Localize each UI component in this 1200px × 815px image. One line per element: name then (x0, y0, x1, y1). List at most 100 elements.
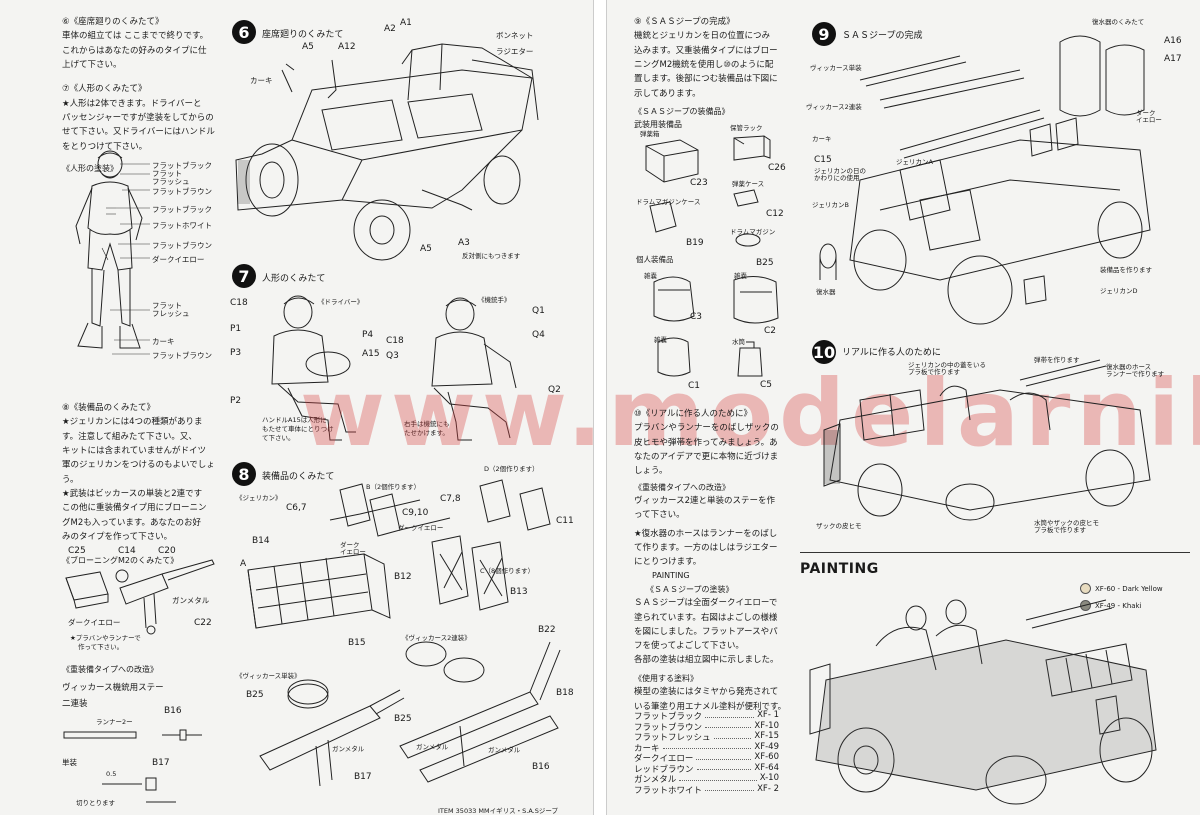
equipment-part: C2 (764, 326, 777, 336)
figure-color-label: フラットブラック (152, 205, 212, 214)
part-label: B17 (354, 772, 372, 782)
paint-name: ダークイエロー (634, 754, 694, 764)
paint-name: フラットホワイト (634, 785, 703, 796)
part-label: C9,10 (402, 508, 429, 518)
gunmetal-label: ガンメタル (172, 596, 210, 605)
paint-code: X-10 (759, 773, 779, 783)
paint-name: フラットフレッシュ (634, 733, 711, 743)
step7-text: をとりつけて下さい。 (62, 141, 148, 152)
step8-text: ★ジェリカンには4つの種類がありま (62, 417, 203, 428)
part-label-c25: C25 (68, 546, 86, 556)
step9-text: ニングM2機銃を使用し⑩のように配 (634, 59, 774, 70)
part-label: ボンネット (496, 31, 534, 40)
gunner-note: 右手は機銃にも (404, 420, 450, 428)
step-9-number: 9 (812, 22, 836, 46)
step-7-title: 人形のくみたて (262, 274, 326, 284)
paint-code: XF-49 (754, 741, 779, 752)
figure-color-label: カーキ (152, 337, 175, 346)
step9-text: 込みます。又重装備タイプにはブロー (634, 45, 778, 56)
double-mount-text: 二連装 (62, 698, 88, 709)
right-page (606, 0, 1200, 815)
step6-text: これからはあなたの好みのタイプに仕 (62, 45, 207, 56)
part-label: B25 (246, 690, 264, 700)
part-label: P3 (230, 348, 242, 358)
part-label: A17 (1164, 54, 1182, 64)
paint-code: XF-60 (754, 752, 779, 762)
part-label-c20: C20 (158, 546, 176, 556)
step9-label: 復水器のくみたて (1092, 18, 1145, 26)
step9-label: ジェリカンB (812, 201, 849, 209)
paint-code: XF-10 (754, 720, 779, 731)
step8-text: ★武装はビッカースの単装と2連です (62, 488, 203, 499)
part-label: A1 (400, 18, 412, 28)
weapons-heading: 武装用装備品 (634, 120, 682, 130)
step9-label: ジェリカンA (896, 158, 933, 166)
paint-name: フラットブラック (634, 712, 703, 722)
step9-label: 装備品を作ります (1100, 266, 1152, 274)
step9-label: 復水器 (816, 288, 836, 296)
part-label-b16: B16 (164, 706, 182, 716)
equipment-heading: 《ＳＡＳジープの装備品》 (634, 106, 730, 116)
jerrycan-qty-label: B（2個作ります） (366, 483, 421, 491)
driver-note: もたせて車体にとりつけ (262, 425, 334, 433)
part-label: カーキ (250, 76, 273, 85)
part-label: B16 (532, 762, 550, 772)
equipment-label: ドラムマガジン (730, 228, 776, 236)
part-label: P1 (230, 324, 242, 334)
used-paints-text: 模型の塗装にはタミヤから発売されて (634, 687, 779, 698)
driver-note: て下さい。 (262, 434, 295, 442)
step7-text: せて下さい。又ドライバーにはハンドル (62, 127, 215, 138)
equipment-part: C3 (690, 312, 703, 322)
step10-label: ジェリカンの中の蓋をいる プラ板で作ります (908, 361, 986, 377)
step10-text: プラバンやランナーをのばしザックの (634, 423, 779, 434)
equipment-label: ドラムマガジンケース (636, 198, 701, 206)
equipment-boxes-drawing (640, 136, 800, 246)
browning-note: 作って下さい。 (78, 643, 124, 651)
painting-en-heading: PAINTING (652, 571, 690, 580)
part-label: P4 (362, 330, 374, 340)
part-label: B22 (538, 625, 556, 635)
step-8-number: 8 (232, 462, 256, 486)
realistic-detail-jeep-drawing (820, 360, 1170, 520)
equipment-part: C23 (690, 178, 708, 188)
part-label: A5 (420, 244, 432, 254)
equipment-part: C26 (768, 163, 786, 173)
step9-label: ジェリカンD (1100, 287, 1138, 295)
equipment-label: 雑嚢 (644, 272, 657, 280)
part-label: B13 (510, 587, 528, 597)
step6-text: 車体の組立ては ここまでで終りです。 (62, 31, 209, 42)
equipment-part: C1 (688, 381, 701, 391)
step8-text: 軍のジェリカンをつけるのもよいでしょ (62, 460, 215, 471)
step-10-title: リアルに作る人のために (842, 348, 941, 358)
paint-name: フラットブラウン (634, 722, 703, 733)
step-6-title: 座席廻りのくみたて (262, 30, 344, 40)
browning-note: ★プラバンやランナーで (70, 634, 141, 642)
used-paints-heading: 《使用する塗料》 (634, 673, 698, 683)
part-label: Q2 (548, 385, 561, 395)
part-label: C7,8 (440, 494, 461, 504)
step9-text: 置します。後部につむ装備品は下図に (634, 74, 778, 85)
part-label: ラジエター (496, 47, 534, 56)
part-label: Q4 (532, 330, 545, 340)
used-paints-text: いる筆塗り用エナメル塗料が便利です。 (634, 701, 787, 712)
step6-heading: ⑥《座席廻りのくみたて》 (62, 17, 164, 27)
step10-label: 弾帯を作ります (1034, 356, 1080, 364)
gunner-figure-drawing (420, 292, 530, 442)
paint-row: フラットブラウン XF-10 (634, 720, 779, 733)
hose-text: にとりつけます。 (634, 557, 702, 568)
step9-label: ヴィッカース2連装 (806, 103, 862, 111)
cut-label: 切りとります (76, 799, 115, 807)
step9-text: 示してあります。 (634, 88, 701, 99)
figure-color-label: フラット フレッシュ (152, 301, 190, 319)
step8-text: グM2も入っています。あなたのお好 (62, 517, 201, 528)
step7-heading: ⑦《人形のくみたて》 (62, 84, 147, 95)
step-8-title: 装備品のくみたて (262, 472, 335, 482)
part-label: B18 (556, 688, 574, 698)
jerrycan-qty-label: C（8個作ります） (480, 567, 535, 575)
part-label: A2 (384, 24, 396, 34)
part-label: C15 (814, 155, 832, 165)
